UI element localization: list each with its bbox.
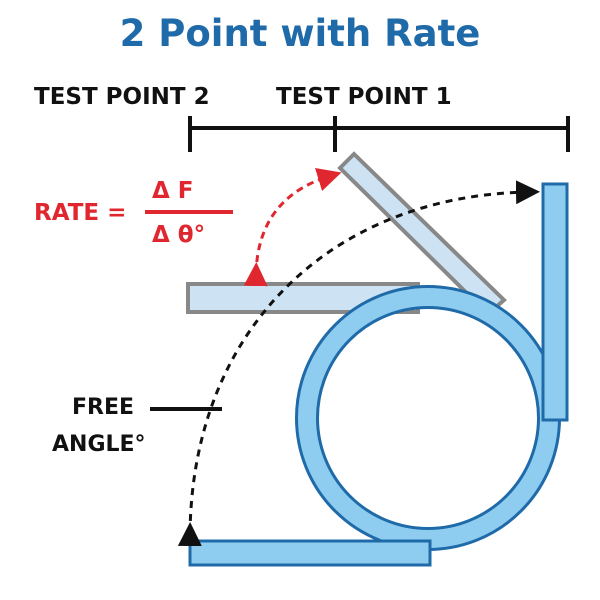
page-title: 2 Point with Rate (119, 12, 481, 55)
rate-label: RATE = (34, 200, 127, 226)
free-label: FREE (72, 395, 135, 420)
angle-label: ANGLE° (52, 432, 146, 457)
dimension-bracket (188, 116, 570, 152)
test-point-1-label: TEST POINT 1 (276, 84, 452, 110)
test-point-2-label: TEST POINT 2 (34, 84, 210, 110)
torsion-spring (188, 182, 569, 567)
free-angle-arc-arrow (177, 180, 540, 547)
